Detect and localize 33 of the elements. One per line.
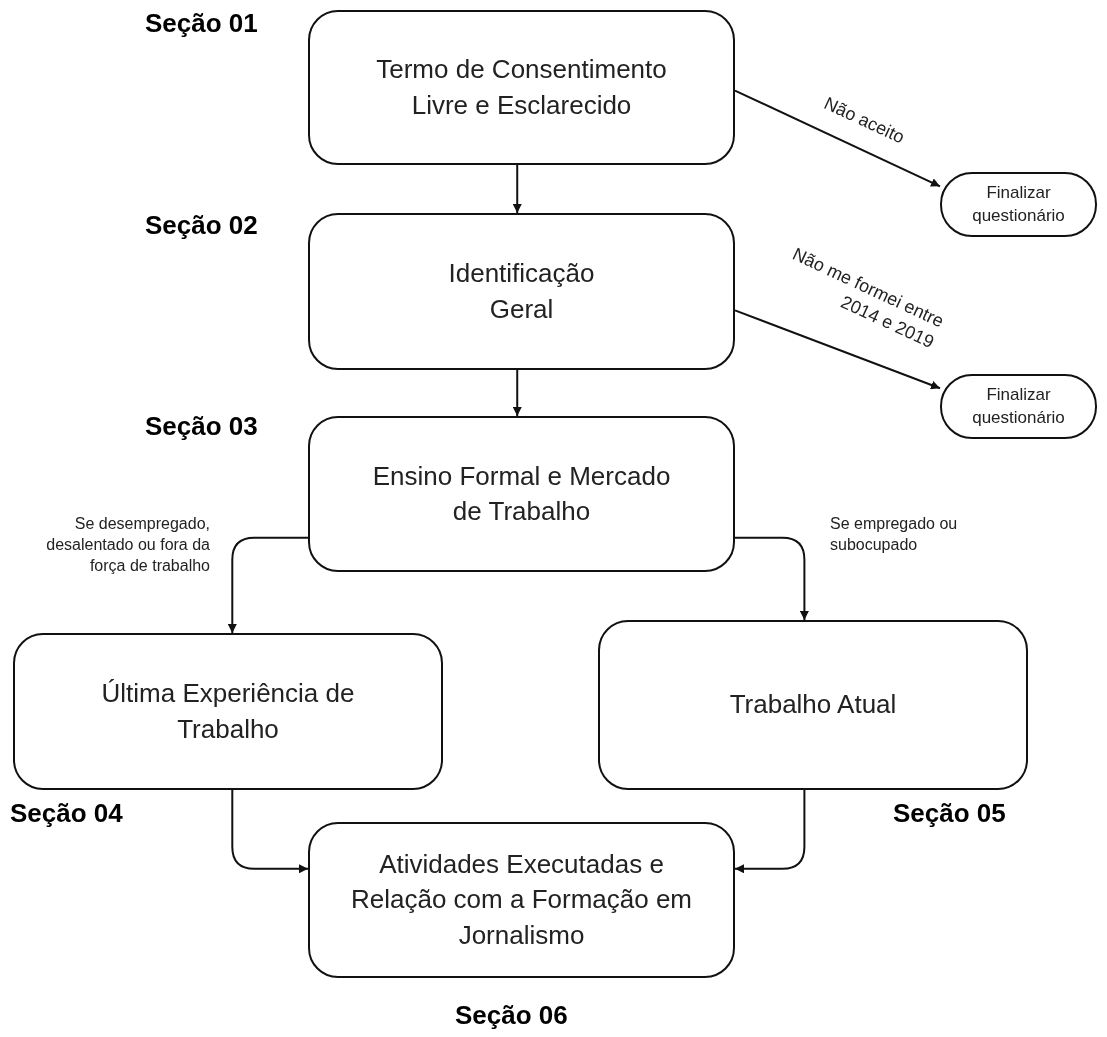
section-label: Seção 06 <box>455 1000 568 1031</box>
box-text: Ensino Formal e Mercado de Trabalho <box>371 459 672 528</box>
arrow <box>227 536 309 634</box>
box-text: Trabalho Atual <box>729 688 897 722</box>
arrow <box>734 536 809 621</box>
process-box <box>308 213 735 370</box>
process-box <box>308 10 735 165</box>
box-text: Termo de Consentimento Livre e Esclarecido <box>375 53 668 122</box>
box-text: Identificação Geral <box>447 257 596 326</box>
section-label: Seção 02 <box>145 210 258 241</box>
process-box <box>13 633 443 790</box>
edge-label: Se desempregado, desalentado ou fora da força de trabalho <box>45 514 210 576</box>
arrow <box>734 89 941 188</box>
process-box <box>308 822 735 978</box>
arrow <box>734 789 806 874</box>
box-text: Última Experiência de Trabalho <box>100 677 356 746</box>
box-text: Finalizar questionário <box>971 181 1066 227</box>
arrow <box>512 164 522 214</box>
section-label: Seção 03 <box>145 411 258 442</box>
edge-label: Não aceito <box>820 92 909 150</box>
box-text: Finalizar questionário <box>971 383 1066 429</box>
process-box <box>308 416 735 572</box>
section-label: Seção 01 <box>145 8 258 39</box>
arrow <box>231 789 309 874</box>
process-box <box>598 620 1028 790</box>
end-terminal <box>940 374 1097 439</box>
arrow <box>734 309 941 390</box>
section-label: Seção 05 <box>893 798 1006 829</box>
end-terminal <box>940 172 1097 237</box>
section-label: Seção 04 <box>10 798 123 829</box>
arrow <box>512 369 522 417</box>
edge-label: Se empregado ou subocupado <box>830 514 959 555</box>
box-text: Atividades Executadas e Relação com a Formação em Jornalismo <box>350 848 693 952</box>
